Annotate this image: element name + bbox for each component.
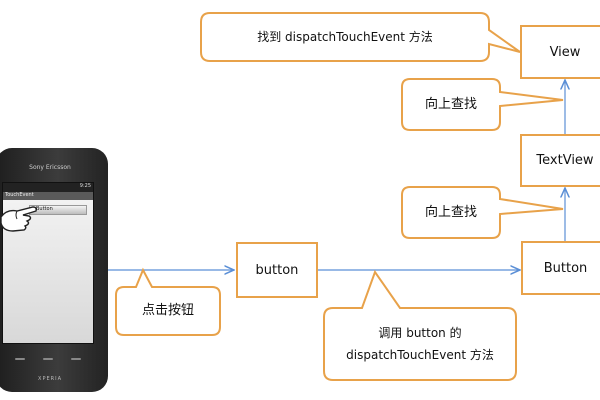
- callout-click-button-shape: [115, 267, 221, 336]
- callout-look-up-2-shape: [401, 186, 564, 239]
- callout-look-up-1: 向上查找: [424, 96, 477, 112]
- callout-call-dispatch-line2: dispatchTouchEvent 方法: [346, 348, 494, 362]
- pointing-hand-icon: [0, 206, 37, 232]
- node-textview: TextView: [520, 134, 600, 187]
- callout-call-dispatch-line1: 调用 button 的: [378, 326, 462, 340]
- phone-statusbar: 9:25: [3, 183, 93, 192]
- phone-image: Sony Ericsson 9:25 TouchEvent Button XPE…: [0, 148, 108, 392]
- phone-keys: [6, 352, 90, 366]
- phone-screen: 9:25 TouchEvent Button: [0, 182, 94, 344]
- callout-find-dispatch-shape: [200, 12, 521, 62]
- node-button-right: Button: [521, 241, 600, 295]
- callout-click-button: 点击按钮: [141, 303, 194, 318]
- callout-call-dispatch: 调用 button 的 dispatchTouchEvent 方法: [326, 310, 514, 378]
- phone-footer-logo: XPERIA: [38, 376, 62, 382]
- callout-look-up-2: 向上查找: [424, 204, 477, 220]
- node-view: View: [520, 25, 600, 79]
- phone-brand: Sony Ericsson: [29, 164, 71, 171]
- callout-find-dispatch: 找到 dispatchTouchEvent 方法: [257, 30, 433, 44]
- callout-look-up-1-shape: [401, 78, 564, 131]
- node-button-mid: button: [236, 242, 318, 298]
- phone-app-title: TouchEvent: [3, 192, 93, 200]
- callout-call-dispatch-shape: [323, 269, 517, 381]
